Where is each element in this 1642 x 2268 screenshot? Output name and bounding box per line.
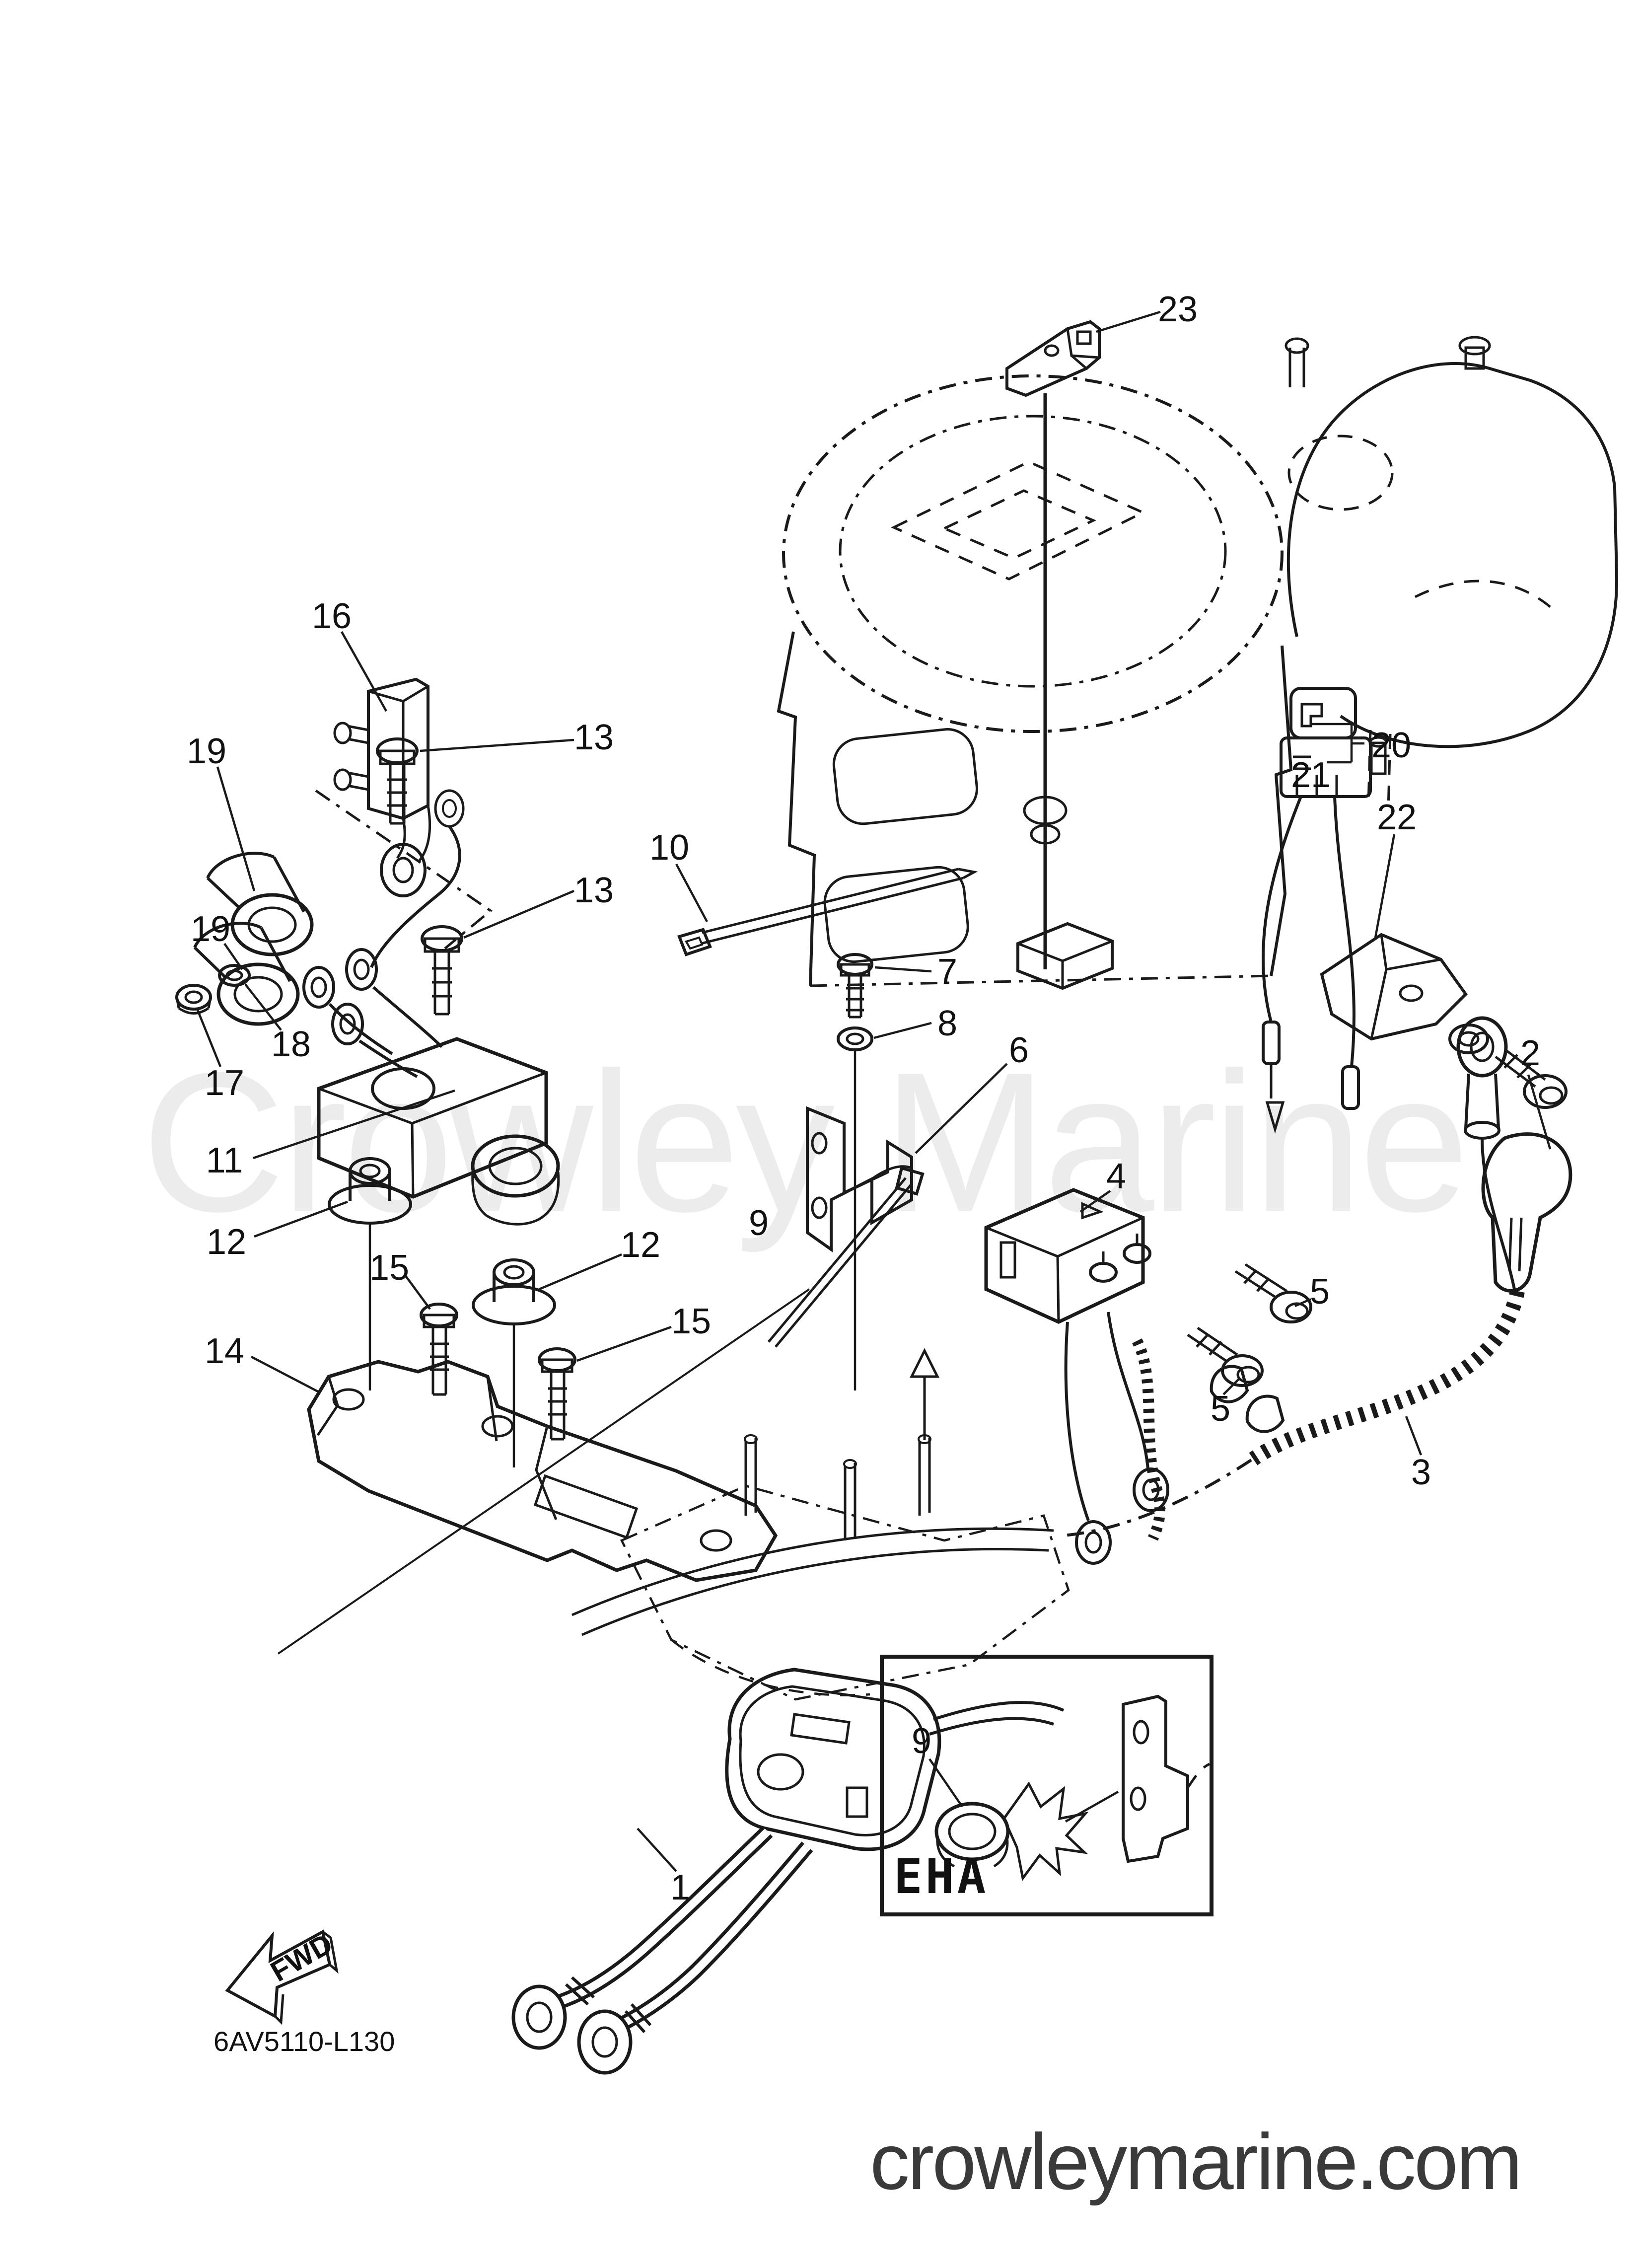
part-18-washer bbox=[218, 964, 251, 987]
part-5-bolts bbox=[1187, 1263, 1312, 1387]
eha-inset: EHA bbox=[880, 1655, 1214, 1916]
callout-18[interactable]: 18 bbox=[271, 1024, 311, 1064]
callout-5[interactable]: 5 bbox=[1211, 1389, 1230, 1429]
part-13-bolts bbox=[376, 737, 463, 1016]
callout-20[interactable]: 20 bbox=[1371, 726, 1411, 765]
part-17-nut bbox=[175, 984, 212, 1015]
callout-16[interactable]: 16 bbox=[312, 596, 352, 636]
callout-3[interactable]: 3 bbox=[1411, 1453, 1431, 1492]
callout-22[interactable]: 22 bbox=[1377, 798, 1417, 837]
part-23-sensor bbox=[1005, 320, 1101, 397]
callout-6[interactable]: 6 bbox=[1009, 1030, 1029, 1070]
fwd-arrow: FWD bbox=[225, 1927, 339, 2025]
harness-ring-terminals bbox=[302, 825, 461, 1078]
part-11-rectifier bbox=[317, 1037, 560, 1226]
part-4-relay bbox=[909, 1188, 1285, 1565]
part-7-bolt bbox=[837, 953, 873, 1019]
callout-1[interactable]: 1 bbox=[670, 1868, 690, 1907]
callout-9[interactable]: 9 bbox=[912, 1721, 931, 1761]
callout-13[interactable]: 13 bbox=[574, 871, 614, 910]
part-6-clamp-bracket bbox=[806, 1106, 913, 1252]
engine-assembly bbox=[777, 336, 1619, 990]
watermark-text: Crowley Marine bbox=[142, 1031, 1466, 1254]
callout-14[interactable]: 14 bbox=[205, 1331, 244, 1371]
eha-inset-label: EHA bbox=[894, 1849, 989, 1904]
callout-2[interactable]: 2 bbox=[1520, 1033, 1540, 1073]
callout-5[interactable]: 5 bbox=[1310, 1272, 1330, 1312]
fwd-label: FWD bbox=[265, 1927, 338, 1988]
part-14-bracket bbox=[277, 1288, 810, 1655]
callout-13[interactable]: 13 bbox=[574, 718, 614, 757]
callout-15[interactable]: 15 bbox=[671, 1302, 711, 1341]
callout-8[interactable]: 8 bbox=[937, 1004, 957, 1043]
callout-11[interactable]: 11 bbox=[206, 1141, 243, 1180]
callout-23[interactable]: 23 bbox=[1158, 290, 1198, 329]
callout-4[interactable]: 4 bbox=[1106, 1157, 1126, 1196]
footer-site-text: crowleymarine.com bbox=[870, 2117, 1520, 2206]
part-12-grommets bbox=[328, 1157, 556, 1467]
drawing-code: 6AV5110-L130 bbox=[214, 2026, 395, 2057]
part-10-cable-tie bbox=[677, 868, 978, 956]
callout-17[interactable]: 17 bbox=[205, 1063, 244, 1103]
leader-lines bbox=[196, 310, 1552, 1872]
callout-12[interactable]: 12 bbox=[207, 1222, 246, 1262]
part-2-boot-cable bbox=[1063, 1016, 1572, 1537]
callout-12[interactable]: 12 bbox=[621, 1225, 660, 1265]
part-15-bolts bbox=[420, 1303, 576, 1441]
part-9-cable-tie bbox=[768, 1166, 925, 1348]
callout-10[interactable]: 10 bbox=[649, 828, 689, 868]
callout-7[interactable]: 7 bbox=[937, 952, 957, 992]
part-8-washer bbox=[837, 1026, 873, 1390]
callout-15[interactable]: 15 bbox=[369, 1248, 409, 1288]
lower-unit bbox=[571, 1434, 1070, 1701]
callout-19[interactable]: 19 bbox=[187, 732, 226, 771]
callout-19[interactable]: 19 bbox=[191, 909, 230, 949]
callout-21[interactable]: 21 bbox=[1291, 755, 1331, 795]
callout-9[interactable]: 9 bbox=[749, 1203, 769, 1243]
part-19-caps bbox=[193, 852, 314, 1026]
callout-labels: 2316131910131918171112151215149786455202… bbox=[187, 290, 1540, 1907]
part-1-battery-cables bbox=[511, 1668, 1065, 2075]
